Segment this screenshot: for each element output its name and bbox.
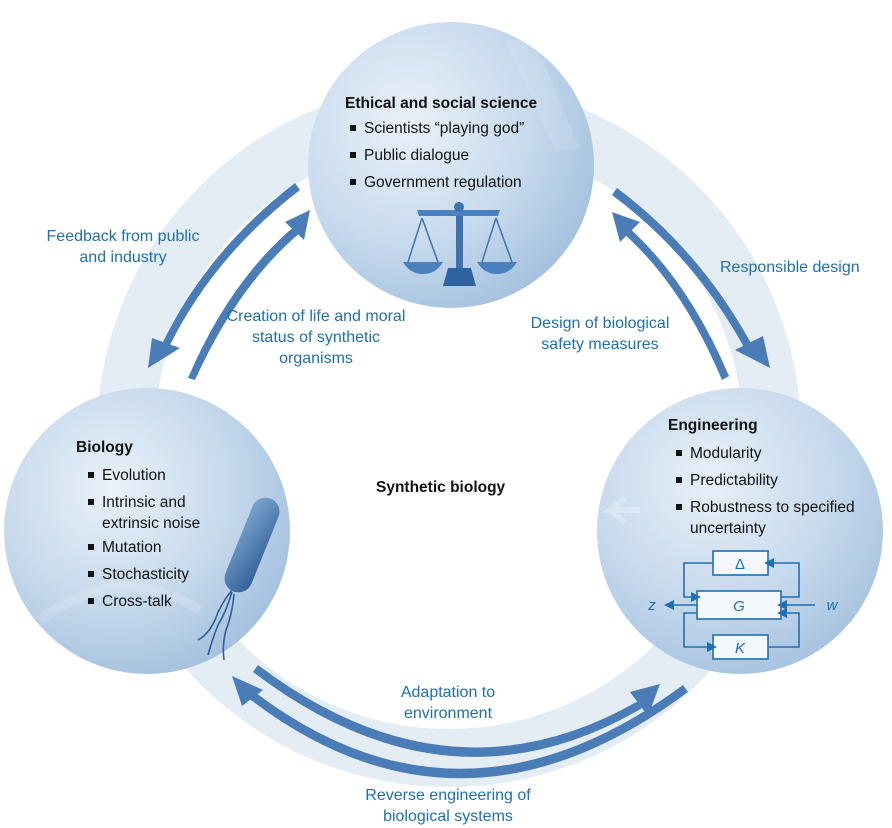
ethics-item: Public dialogue (350, 145, 570, 166)
biology-title: Biology (76, 439, 133, 456)
arrow-safety-to-ethics (622, 226, 729, 380)
label-reverse: Reverse engineering of biological system… (365, 787, 531, 825)
arrowhead-feedback (148, 338, 180, 368)
biology-item: Intrinsic and extrinsic noise (88, 492, 238, 534)
arrow-creation-to-ethics (188, 225, 301, 380)
engineering-item: Modularity (676, 443, 876, 464)
biology-item: Cross-talk (88, 591, 238, 612)
biology-item: Evolution (88, 465, 238, 486)
scales-icon (403, 202, 517, 286)
arrowhead-adaptation (630, 684, 660, 716)
ethics-title: Ethical and social science (345, 95, 538, 112)
arrowhead-reverse (232, 676, 263, 706)
ethics-item: Scientists “playing god” (350, 118, 570, 139)
engineering-item: Robustness to specified uncertainty (676, 497, 876, 539)
k-label: K (735, 640, 746, 657)
g-label: G (733, 598, 745, 615)
arrowhead-creation (285, 210, 310, 240)
arrow-reverse-to-biology (247, 685, 688, 779)
label-adaptation: Adaptation to environment (400, 684, 496, 722)
label-feedback: Feedback from public and industry (46, 228, 200, 266)
biology-item: Mutation (88, 537, 238, 558)
label-responsible: Responsible design (720, 259, 860, 276)
ethics-watermark-shape (505, 40, 580, 150)
ethics-item: Government regulation (350, 172, 570, 193)
arrow-responsible-to-engineering (612, 188, 752, 349)
arrowhead-responsible (735, 336, 770, 368)
biology-watermark-shape (37, 582, 203, 625)
engineering-title: Engineering (668, 417, 758, 434)
label-design-safety: Design of biological safety measures (530, 315, 670, 353)
biology-item: Stochasticity (88, 564, 238, 585)
biology-circle (4, 388, 290, 674)
biology-list: Evolution Intrinsic and extrinsic noise … (88, 465, 238, 618)
control-block-diagram: Δ G K z w (647, 550, 839, 660)
arrowhead-safety (612, 212, 640, 242)
delta-label: Δ (735, 556, 745, 573)
arrow-feedback-to-biology (163, 183, 300, 345)
engineering-item: Predictability (676, 470, 876, 491)
ethics-circle (308, 22, 594, 308)
ethics-list: Scientists “playing god” Public dialogue… (350, 118, 570, 199)
z-label: z (647, 597, 656, 614)
bacterium-icon (197, 497, 280, 661)
engineering-list: Modularity Predictability Robustness to … (676, 443, 876, 545)
w-label: w (827, 597, 839, 614)
label-creation: Creation of life and moral status of syn… (226, 308, 406, 367)
engineering-watermark-arrow (601, 495, 640, 525)
center-title: Synthetic biology (376, 479, 506, 496)
